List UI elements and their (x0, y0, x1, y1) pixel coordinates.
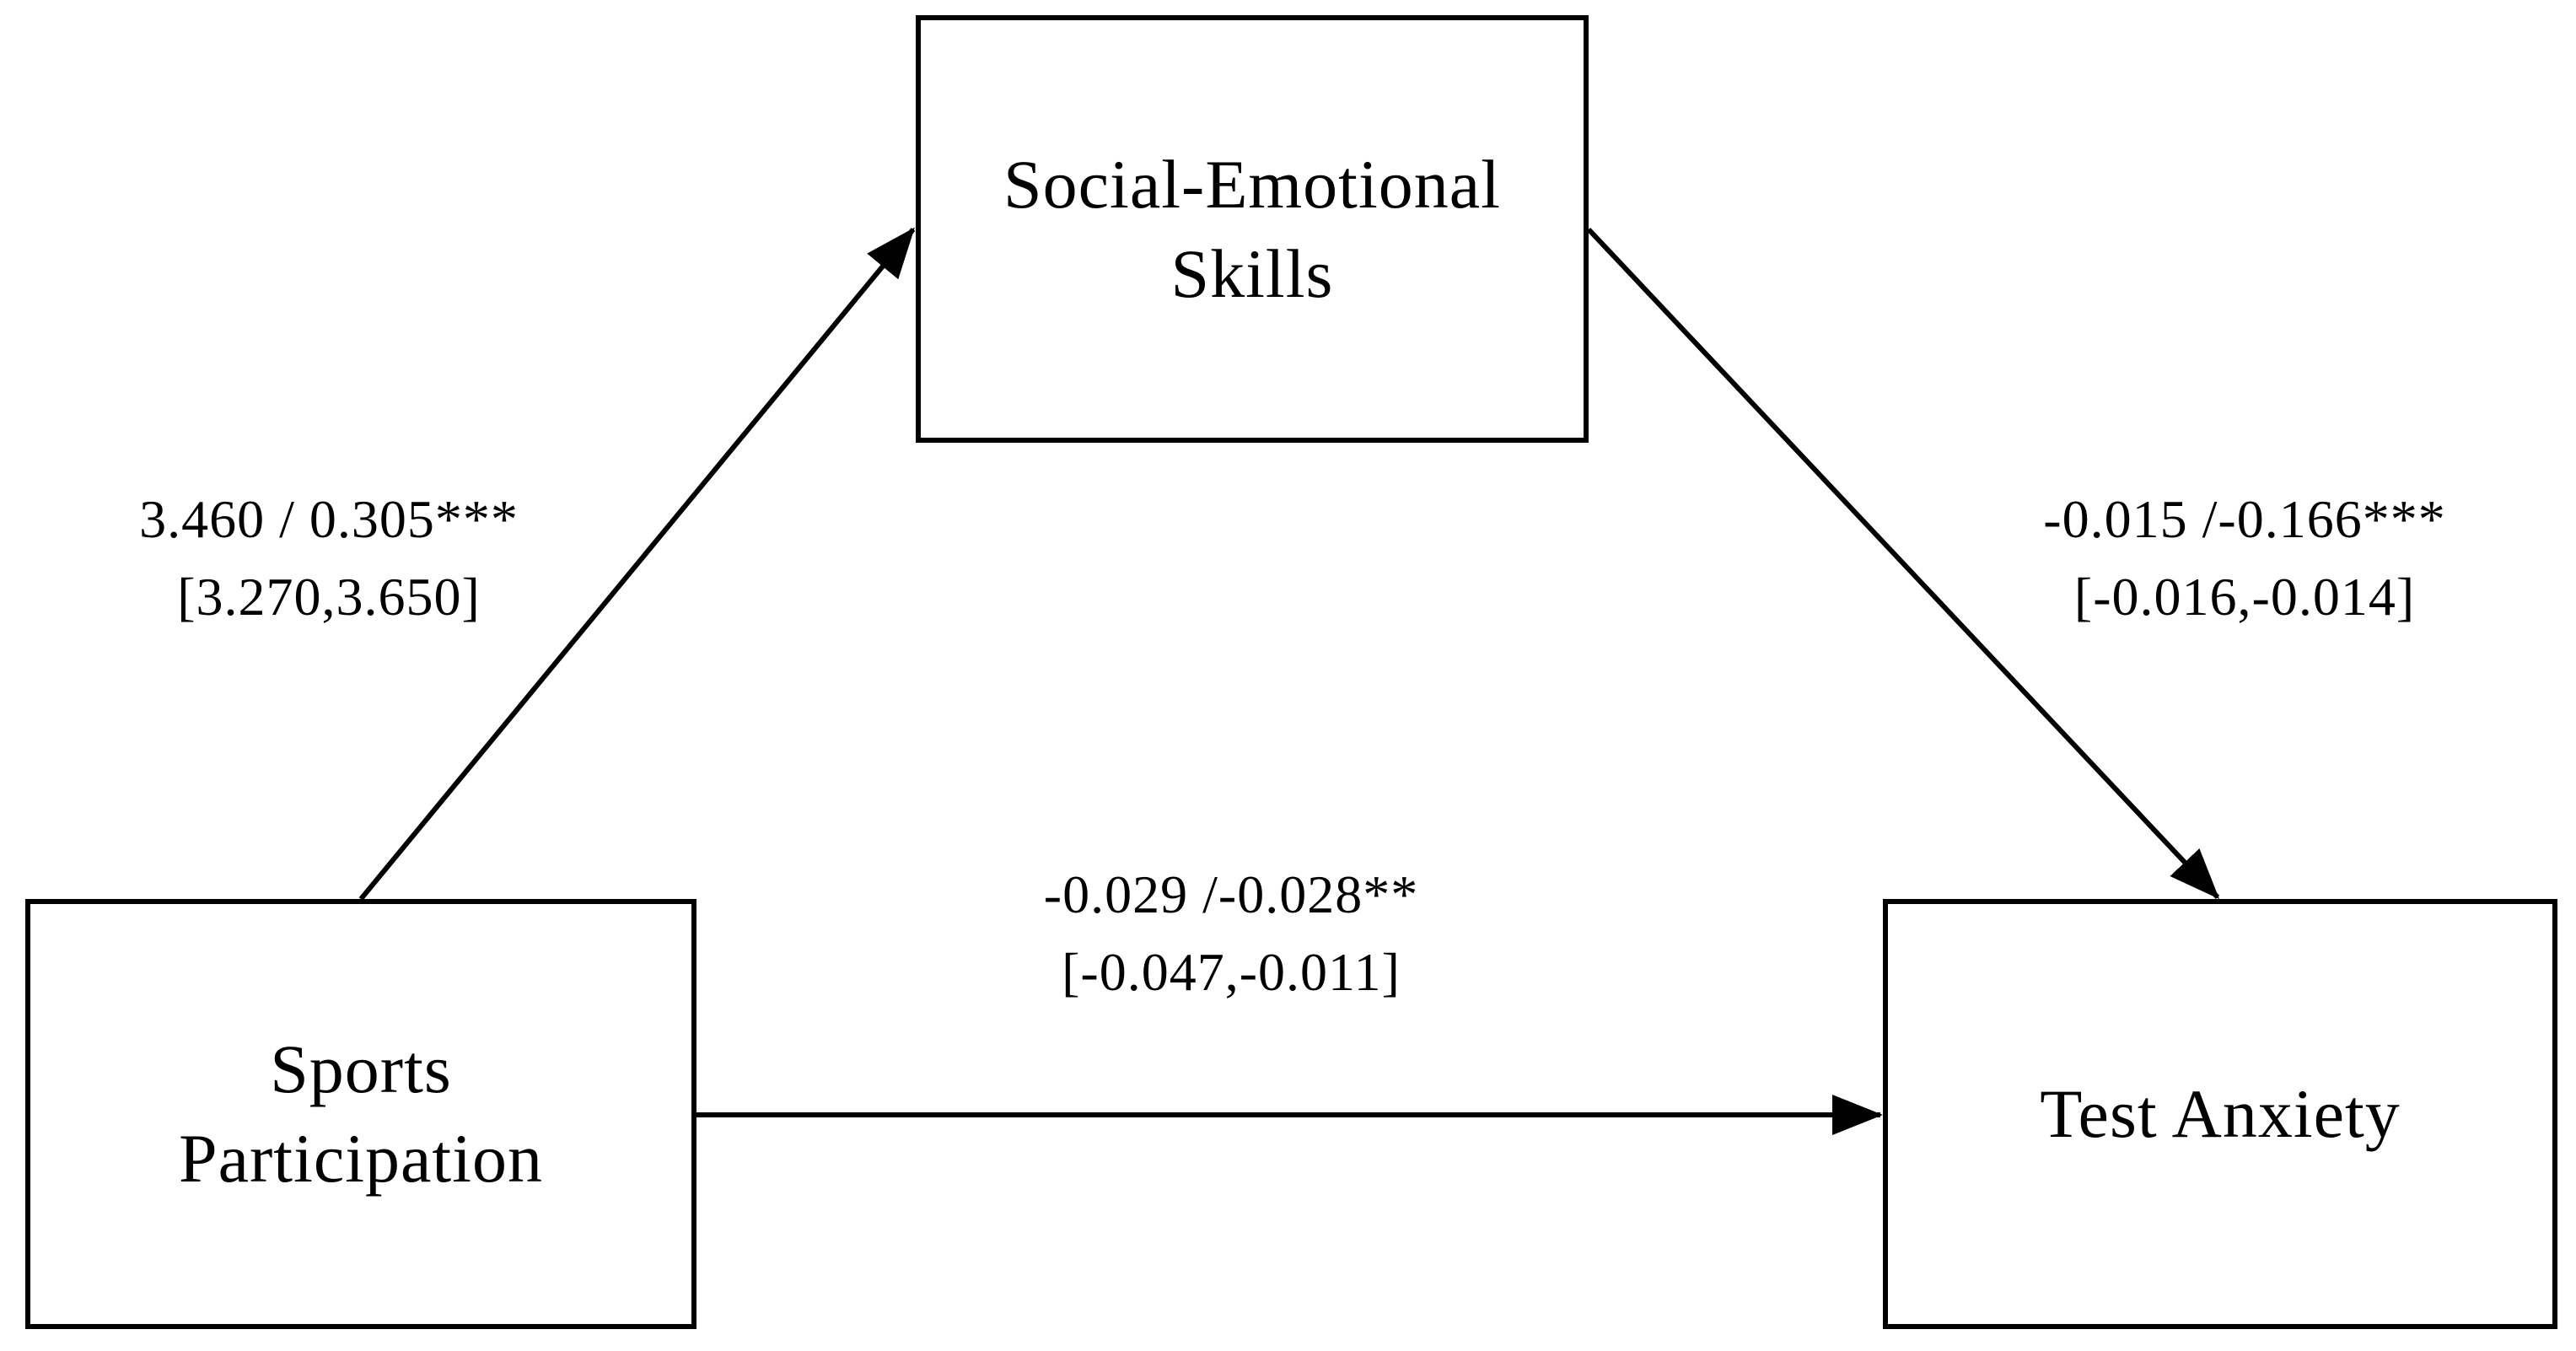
path-a-arrow (358, 227, 916, 901)
outcome-label-text: Test Anxiety (2040, 1075, 2401, 1152)
path-b-label: -0.015 /-0.166*** [-0.016,-0.014] (1916, 481, 2573, 636)
path-c-prime-estimate: -0.029 /-0.028** (1043, 864, 1419, 924)
path-a-estimate: 3.460 / 0.305*** (139, 489, 519, 549)
path-c-prime-ci: [-0.047,-0.011] (1062, 942, 1401, 1002)
path-b-ci: [-0.016,-0.014] (2073, 567, 2416, 627)
predictor-label-line2: Participation (178, 1120, 543, 1197)
mediator-label-line1: Social-Emotional (1003, 145, 1501, 223)
predictor-label: Sports Participation (179, 1025, 543, 1203)
predictor-box: Sports Participation (25, 899, 696, 1329)
path-c-prime-label: -0.029 /-0.028** [-0.047,-0.011] (902, 856, 1560, 1011)
path-b-arrow (1586, 227, 2220, 900)
path-b-estimate: -0.015 /-0.166*** (2043, 489, 2446, 549)
outcome-label: Test Anxiety (2040, 1069, 2401, 1159)
mediator-label-line2: Skills (1170, 234, 1334, 312)
path-a-ci: [3.270,3.650] (177, 567, 481, 627)
mediator-label: Social-Emotional Skills (1003, 140, 1501, 319)
mediator-box: Social-Emotional Skills (916, 15, 1589, 443)
predictor-label-line1: Sports (270, 1031, 452, 1107)
path-a-label: 3.460 / 0.305*** [3.270,3.650] (0, 481, 658, 636)
outcome-box: Test Anxiety (1883, 899, 2557, 1329)
